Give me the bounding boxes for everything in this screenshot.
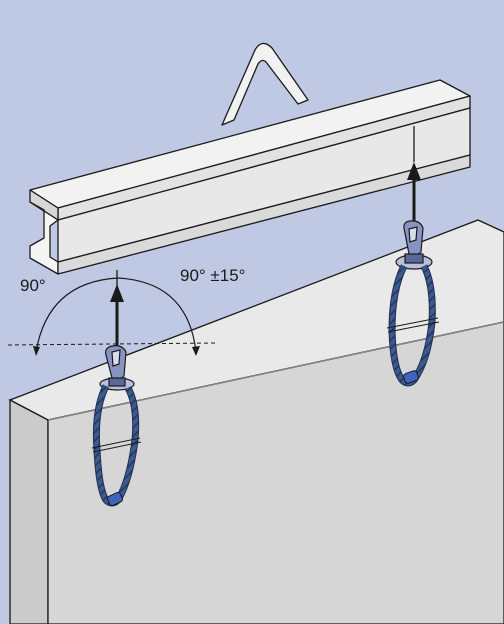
beam-bottom-flange [57, 154, 471, 275]
wire-rope-sling-icon [386, 264, 440, 387]
lift-force-left [110, 270, 124, 350]
angle-label-right: 90° ±15° [180, 266, 246, 285]
lifting-beam [29, 42, 471, 275]
arrow-up-icon [110, 284, 124, 302]
lifting-eye [221, 42, 309, 126]
lift-force-right [407, 126, 421, 225]
angle-arc-left [35, 277, 119, 353]
left-lifting-anchor [91, 345, 142, 507]
angle-arc-right [117, 277, 197, 353]
lifting-clutch-icon [99, 345, 135, 391]
lifting-clutch-icon [395, 220, 433, 270]
right-lifting-anchor [386, 220, 440, 387]
concrete-block [8, 219, 504, 624]
block-front-face [9, 398, 49, 624]
arrow-up-icon [407, 162, 421, 180]
angle-indicators [33, 277, 200, 356]
wire-rope-sling-icon [91, 384, 142, 507]
angle-label-left: 90° [20, 276, 46, 295]
